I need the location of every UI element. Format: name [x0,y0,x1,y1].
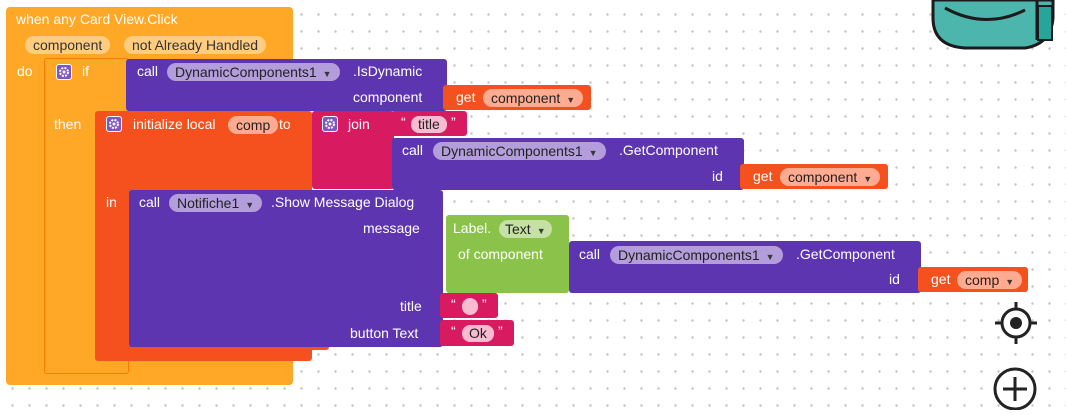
local-var-name[interactable]: comp [228,116,279,134]
backpack-icon[interactable] [925,0,1065,55]
label-prop-dropdown[interactable]: Text▼ [499,220,552,238]
do-label: do [17,63,33,79]
zoom-in-icon[interactable] [991,366,1039,411]
get-var-dropdown-3[interactable]: comp▼ [957,271,1023,289]
string-value-empty[interactable] [462,298,478,315]
get-var-dropdown-1[interactable]: component▼ [483,89,584,107]
isdynamic-call: call [137,63,159,79]
isdynamic-arg: component [353,89,423,105]
notify-call: call [139,194,161,210]
init-local-label: initialize local [133,116,216,132]
then-label: then [54,116,82,132]
close-quote: ” [451,114,456,130]
target-icon[interactable] [993,300,1039,346]
param-not-already-handled[interactable]: not Already Handled [124,36,267,54]
getcomponent-arg-2: id [889,271,900,287]
getcomponent-dropdown-1[interactable]: DynamicComponents1▼ [433,142,606,160]
string-value-title[interactable]: title [411,116,447,133]
open-quote: “ [451,296,456,312]
close-quote: ” [498,323,503,339]
string-value-ok[interactable]: Ok [462,325,494,342]
label-type: Label. [453,220,492,236]
event-title: when any Card View.Click [16,11,178,27]
gear-icon[interactable] [322,116,338,132]
isdynamic-component-dropdown[interactable]: DynamicComponents1▼ [167,63,340,81]
getcomponent-arg-1: id [712,168,723,184]
getcomponent-call-2: call [579,246,601,262]
getcomponent-dropdown-2[interactable]: DynamicComponents1▼ [610,246,783,264]
getcomponent-method-2: .GetComponent [796,246,895,262]
get-var-dropdown-2[interactable]: component▼ [780,168,881,186]
in-label: in [106,194,117,210]
to-label: to [279,116,291,132]
gear-icon[interactable] [106,116,122,132]
notify-component-dropdown[interactable]: Notifiche1▼ [169,194,263,212]
param-component[interactable]: component [25,36,111,54]
getcomponent-call-1: call [402,142,424,158]
get-label-1: get [456,89,476,105]
of-component-label: of component [458,246,543,262]
isdynamic-method: .IsDynamic [353,63,423,79]
getcomponent-method-1: .GetComponent [619,142,718,158]
join-label: join [348,116,370,132]
if-label: if [82,63,89,79]
open-quote: “ [401,114,406,130]
open-quote: “ [451,323,456,339]
button-text-arg-label: button Text [350,325,419,341]
gear-icon[interactable] [56,64,72,80]
get-label-3: get [931,271,951,287]
title-arg-label: title [400,298,422,314]
close-quote: ” [482,296,487,312]
get-label-2: get [753,168,773,184]
message-arg-label: message [363,220,420,236]
notify-method: .Show Message Dialog [271,194,415,210]
show-message-dialog-block[interactable] [129,190,443,347]
